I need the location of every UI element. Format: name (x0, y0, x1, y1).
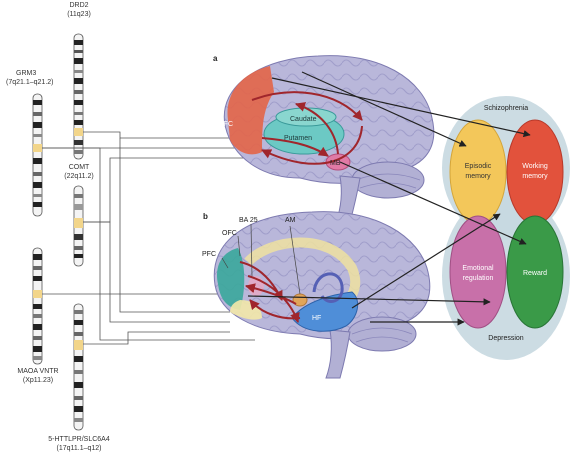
working-line2: memory (522, 173, 548, 180)
gene-grm3-name: GRM3 (6, 70, 53, 79)
gene-maoa-locus: (Xp11.23) (10, 377, 66, 386)
episodic-memory-ellipse (450, 120, 506, 224)
emotional-line2: regulation (463, 275, 494, 282)
gene-drd2-name: DRD2 (62, 2, 96, 11)
chromosome-drd2 (74, 34, 83, 159)
mb-label: MB (330, 160, 341, 167)
schizophrenia-label: Schizophrenia (484, 105, 528, 112)
episodic-line1: Episodic (465, 163, 492, 170)
brain-b (214, 212, 430, 378)
episodic-line2: memory (465, 173, 491, 180)
gene-comt-locus: (22q11.2) (58, 173, 100, 182)
working-memory-ellipse (507, 120, 563, 224)
emotional-regulation-ellipse (450, 216, 506, 328)
pfc-b-label: PFC (202, 251, 216, 258)
panel-b-label: b (203, 212, 208, 221)
panel-a-label: a (213, 54, 218, 63)
caudate-label: Caudate (290, 116, 317, 123)
gene-maoa-name: MAOA VNTR (10, 368, 66, 377)
ba25-label: BA 25 (239, 217, 258, 224)
am-label: AM (285, 217, 296, 224)
hf-label: HF (312, 315, 321, 322)
emotional-line1: Emotional (462, 265, 494, 272)
gene-comt: COMT (22q11.2) (58, 164, 100, 182)
chromosome-comt (74, 186, 83, 266)
depression-label: Depression (488, 335, 524, 342)
gene-comt-name: COMT (58, 164, 100, 173)
chromosome-httlpr (74, 304, 83, 430)
gene-grm3: GRM3 (7q21.1–q21.2) (6, 70, 53, 88)
gene-httlpr: 5-HTTLPR/SLC6A4 (17q11.1–q12) (46, 436, 112, 454)
chromosome-maoa (33, 248, 42, 364)
reward-label: Reward (523, 270, 547, 277)
gene-grm3-locus: (7q21.1–q21.2) (6, 79, 53, 88)
brain-a (224, 56, 434, 222)
gene-httlpr-locus: (17q11.1–q12) (46, 445, 112, 454)
chromosome-grm3 (33, 94, 42, 216)
gene-drd2: DRD2 (11q23) (62, 2, 96, 20)
gene-httlpr-name: 5-HTTLPR/SLC6A4 (46, 436, 112, 445)
working-line1: Working (522, 163, 548, 170)
putamen-label: Putamen (284, 135, 312, 142)
gene-drd2-locus: (11q23) (62, 11, 96, 20)
gene-maoa: MAOA VNTR (Xp11.23) (10, 368, 66, 386)
pfc-a-label: PFC (219, 121, 233, 128)
ofc-label: OFC (222, 230, 237, 237)
